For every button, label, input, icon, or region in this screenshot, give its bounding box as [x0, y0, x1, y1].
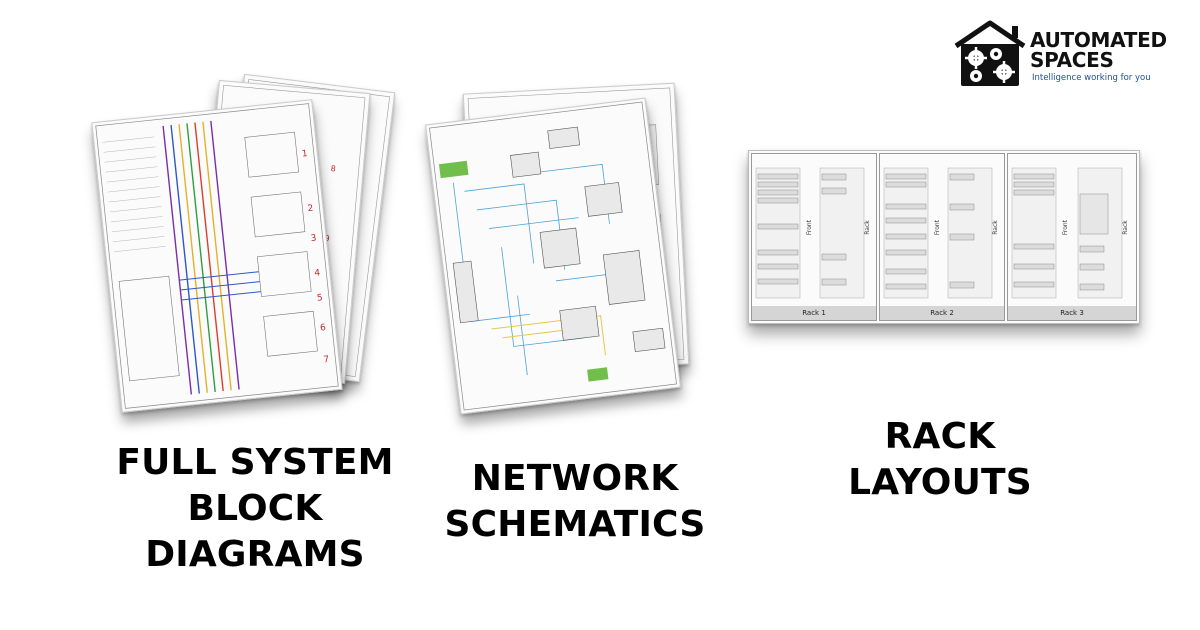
network-schematic-stack — [420, 82, 720, 415]
rack-footer-label: Rack 1 — [752, 306, 876, 320]
rack-front-label: Front — [934, 219, 942, 236]
heading-rack-layouts: RACK LAYOUTS — [790, 414, 1090, 506]
sheet-number: 4 — [314, 268, 321, 279]
sheet-number: 6 — [320, 323, 327, 334]
rack-rack-label: Rack — [863, 220, 871, 235]
heading-line: SCHEMATICS — [444, 504, 706, 545]
brand-name-line1: AUTOMATED — [1030, 28, 1167, 52]
sheet-number: 1 — [301, 149, 308, 160]
rack-layout-sheet: Front Rack Rack 1 Front Rack Rack 2 — [748, 150, 1140, 324]
heading-line: DIAGRAMS — [145, 534, 365, 575]
brand-logo: AUTOMATED SPACES Intelligence working fo… — [952, 20, 1182, 92]
sheet-number: 8 — [330, 164, 336, 173]
heading-block-diagrams: FULL SYSTEM BLOCK DIAGRAMS — [90, 440, 420, 578]
rack-rack-label: Rack — [1121, 220, 1129, 235]
sheet-number: 2 — [307, 204, 314, 215]
sheet-number: 3 — [310, 234, 317, 245]
gear-house-icon — [954, 20, 1026, 86]
rack-rack-label: Rack — [991, 220, 999, 235]
brand-name-line2: SPACES — [1030, 48, 1114, 72]
heading-line: NETWORK — [471, 458, 679, 499]
rack-footer-label: Rack 2 — [880, 306, 1004, 320]
heading-line: LAYOUTS — [848, 462, 1032, 503]
rack-footer-label: Rack 3 — [1008, 306, 1136, 320]
sheet-number: 9 — [324, 234, 330, 243]
sheet-number: 5 — [316, 293, 323, 304]
network-schematic-sheet-front — [425, 97, 681, 415]
rack-front-label: Front — [1062, 219, 1070, 236]
block-diagram-sheet-front: 1 2 3 4 5 6 7 — [91, 99, 343, 413]
brand-tagline: Intelligence working for you — [1032, 73, 1151, 83]
rack-front-label: Front — [806, 219, 814, 236]
heading-network-schematics: NETWORK SCHEMATICS — [420, 456, 730, 548]
rack-panel-3: Front Rack Rack 3 — [1007, 153, 1137, 321]
block-diagram-stack: 11 12 13 14 8 9 10 — [91, 73, 396, 413]
sheet-number: 7 — [323, 355, 330, 366]
heading-line: FULL SYSTEM — [116, 442, 394, 483]
rack-panel-2: Front Rack Rack 2 — [879, 153, 1005, 321]
rack-panel-1: Front Rack Rack 1 — [751, 153, 877, 321]
heading-line: RACK — [884, 416, 996, 457]
heading-line: BLOCK — [187, 488, 323, 529]
